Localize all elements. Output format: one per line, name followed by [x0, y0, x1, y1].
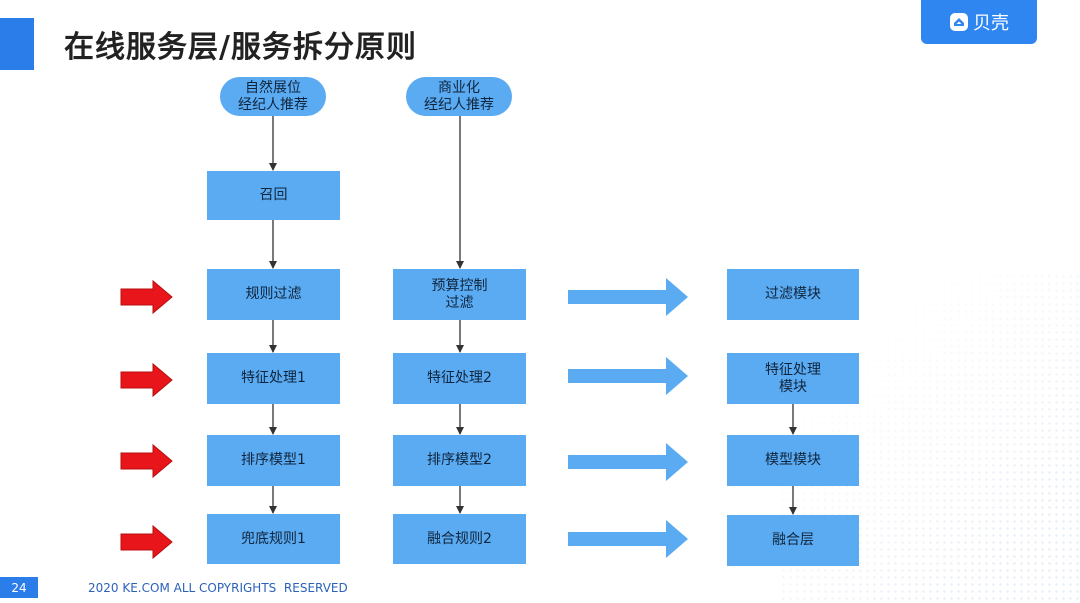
beike-logo-icon: [950, 13, 968, 31]
blue-arrow-icon: [568, 520, 688, 558]
title-accent-bar: [0, 18, 34, 70]
node-feature-processing-1: 特征处理1: [207, 353, 340, 404]
page-title: 在线服务层/服务拆分原则: [64, 30, 417, 65]
red-arrow-icon: [120, 443, 173, 479]
blue-arrow-icon: [568, 443, 688, 481]
copyright-text: 2020 KE.COM ALL COPYRIGHTS RESERVED: [88, 581, 348, 595]
node-filter-module: 过滤模块: [727, 269, 859, 320]
node-natural-slot-recommend: 自然展位 经纪人推荐: [220, 77, 326, 116]
node-feature-processing-module: 特征处理 模块: [727, 353, 859, 404]
node-fusion-layer: 融合层: [727, 515, 859, 566]
node-ranking-model-1: 排序模型1: [207, 435, 340, 486]
node-model-module: 模型模块: [727, 435, 859, 486]
brand-logo: 贝壳: [921, 0, 1037, 44]
node-budget-control-filter: 预算控制 过滤: [393, 269, 526, 320]
node-recall: 召回: [207, 171, 340, 220]
page-number: 24: [0, 577, 38, 598]
node-ranking-model-2: 排序模型2: [393, 435, 526, 486]
red-arrow-icon: [120, 524, 173, 560]
logo-text: 贝壳: [973, 13, 1009, 34]
node-feature-processing-2: 特征处理2: [393, 353, 526, 404]
blue-arrow-icon: [568, 278, 688, 316]
node-fallback-rule-1: 兜底规则1: [207, 514, 340, 564]
node-commercial-recommend: 商业化 经纪人推荐: [406, 77, 512, 116]
node-fusion-rule-2: 融合规则2: [393, 514, 526, 564]
node-rule-filter: 规则过滤: [207, 269, 340, 320]
red-arrow-icon: [120, 362, 173, 398]
blue-arrow-icon: [568, 357, 688, 395]
red-arrow-icon: [120, 279, 173, 315]
